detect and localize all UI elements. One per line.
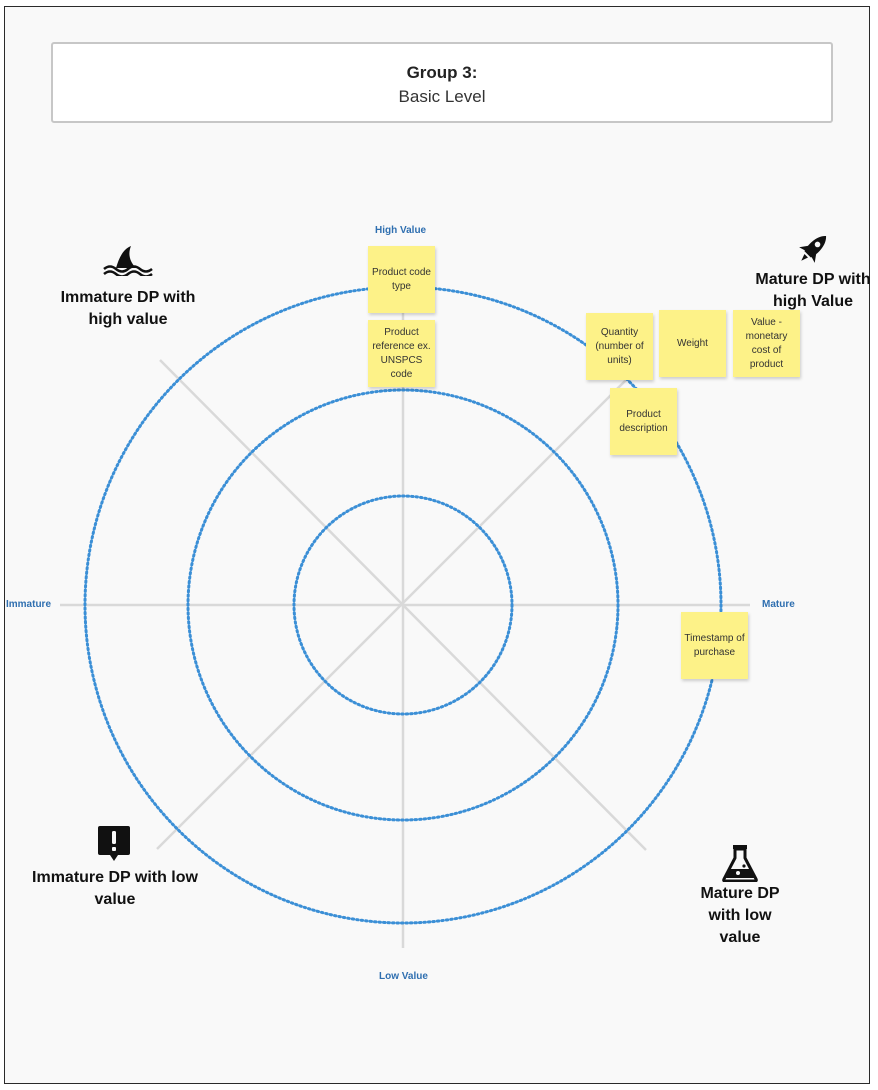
sticky-note[interactable]: Product code type — [368, 246, 435, 313]
sticky-note[interactable]: Weight — [659, 310, 726, 377]
axis-label-immature: Immature — [6, 599, 52, 610]
axis-label-low-value: Low Value — [379, 971, 428, 982]
shark-fin-icon — [103, 246, 153, 276]
title-card[interactable]: Group 3: Basic Level — [51, 42, 833, 123]
quadrant-label-immature-high-value: Immature DP with high value — [60, 289, 196, 328]
diagonal-line-nw-se — [159, 359, 647, 851]
quadrant-label-mature-high-value: Mature DP with high Value — [755, 271, 871, 310]
sticky-note[interactable]: Timestamp of purchase — [681, 612, 748, 679]
sticky-note[interactable]: Value - monetary cost of product — [733, 310, 800, 377]
canvas-board — [4, 6, 870, 1084]
alert-speech-bubble-icon — [98, 826, 130, 861]
flask-icon — [722, 845, 758, 882]
rocket-icon — [799, 235, 827, 263]
sticky-note[interactable]: Product description — [610, 388, 677, 455]
sticky-note[interactable]: Quantity (number of units) — [586, 313, 653, 380]
inner-ring — [292, 494, 514, 716]
quadrant-label-immature-low-value: Immature DP with low value — [32, 869, 198, 908]
diagonal-line-ne-sw — [156, 372, 634, 850]
title-group: Group 3: — [406, 63, 478, 82]
sticky-note[interactable]: Product reference ex. UNSPCS code — [368, 320, 435, 387]
quadrant-label-mature-low-value: Mature DP with low value — [700, 885, 780, 946]
axis-label-high-value: High Value — [375, 225, 427, 236]
axis-label-mature: Mature — [762, 599, 795, 610]
middle-ring — [186, 388, 620, 822]
title-level: Basic Level — [398, 87, 486, 106]
